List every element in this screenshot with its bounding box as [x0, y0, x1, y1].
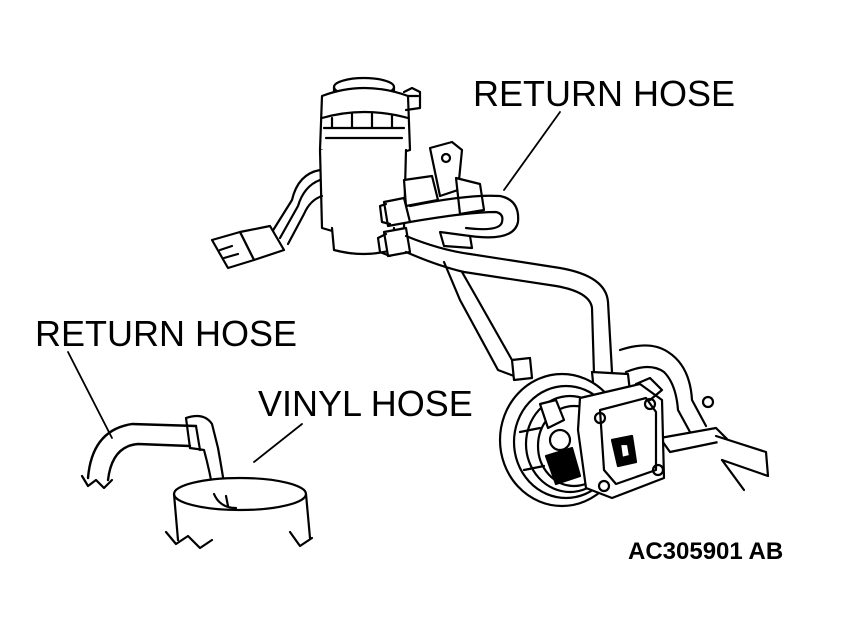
- leader-vinyl-hose: [254, 424, 302, 462]
- reservoir-bracket-connector: [212, 170, 322, 268]
- return-hose-label-left: RETURN HOSE: [35, 313, 298, 354]
- figure-code: AC305901 AB: [628, 538, 784, 565]
- leader-return-hose-top: [504, 112, 560, 190]
- return-hose-label-top: RETURN HOSE: [473, 73, 736, 114]
- oil-reservoir: [320, 78, 420, 254]
- inset-hose-container: [82, 416, 312, 548]
- hoses-to-pump: [406, 236, 630, 392]
- leader-lines: [68, 112, 560, 462]
- reservoir-hose-fittings: [378, 142, 484, 256]
- suction-hose-right: [620, 345, 768, 490]
- vinyl-hose-label: VINYL HOSE: [258, 383, 473, 424]
- return-hose-upper: [410, 196, 518, 238]
- pump-body: [578, 378, 664, 498]
- leader-return-hose-left: [68, 352, 112, 438]
